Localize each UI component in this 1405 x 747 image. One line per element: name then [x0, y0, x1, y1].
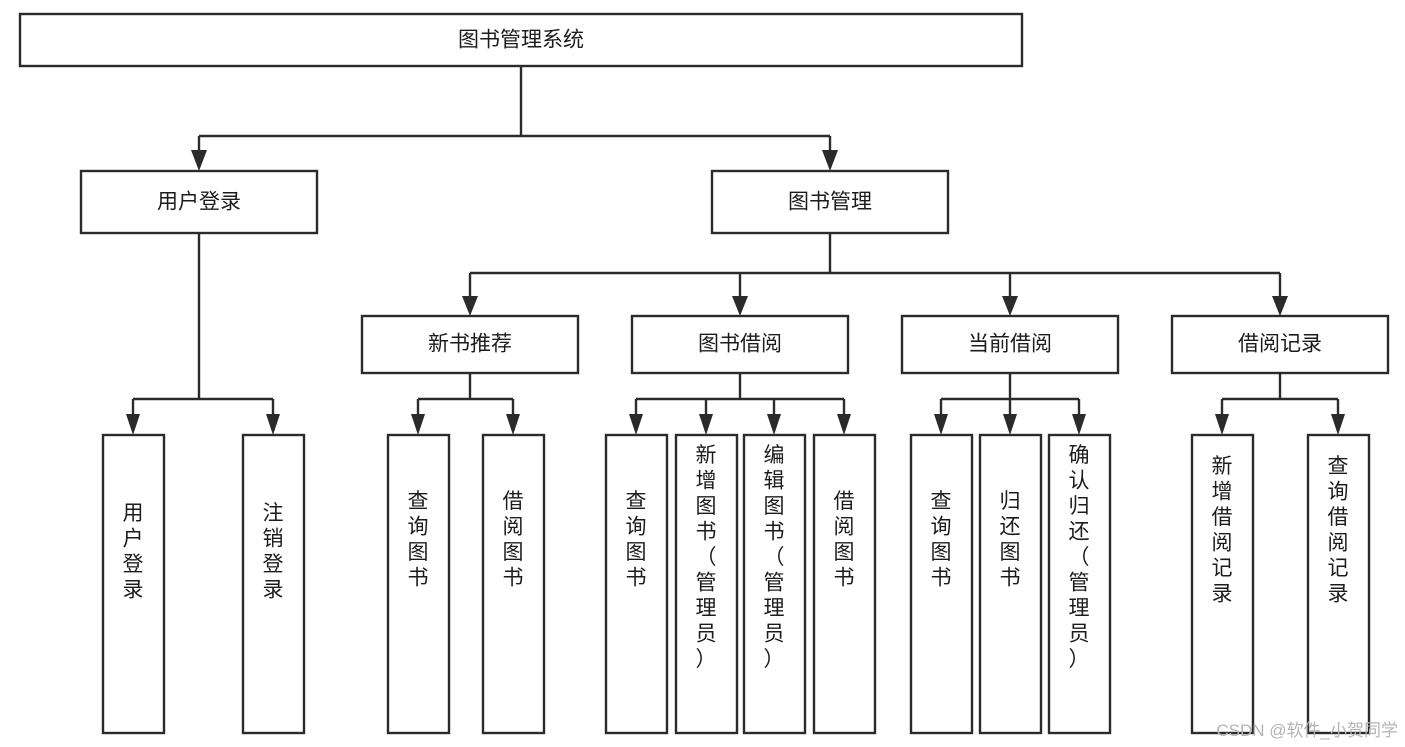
node-borrow-record-label: 借阅记录 [1238, 333, 1322, 356]
node-leaf-add-book[interactable]: 新增图书（管理员） [674, 433, 739, 735]
arrow-head-bookborrow [732, 296, 748, 316]
arrow-head-leaf-query-book-3 [934, 414, 948, 435]
node-leaf-query-borrow-record-box[interactable] [1306, 433, 1371, 735]
node-leaf-add-borrow-record-label: 新增借阅记录 [1212, 455, 1233, 606]
node-leaf-return-book-label: 归还图书 [1000, 490, 1021, 590]
node-leaf-add-book-label: 新增图书（管理员） [696, 444, 717, 671]
node-leaf-query-book-current-box[interactable] [909, 433, 974, 735]
node-leaf-query-book-recommend-label: 查询图书 [408, 490, 429, 590]
arrow-head-leaf-add-book [699, 414, 713, 435]
connector-group [126, 66, 1345, 435]
node-leaf-borrow-book[interactable]: 借阅图书 [812, 433, 877, 735]
node-leaf-edit-book-label: 编辑图书（管理员） [764, 444, 785, 671]
node-book-management-label: 图书管理 [788, 191, 872, 214]
node-leaf-user-login-label: 用户登录 [123, 502, 144, 602]
node-leaf-confirm-return-box[interactable] [1047, 433, 1112, 735]
node-leaf-edit-book[interactable]: 编辑图书（管理员） [742, 433, 807, 735]
csdn-watermark: CSDN @软件_小贺同学 [1216, 721, 1398, 740]
node-leaf-user-login[interactable]: 用户登录 [101, 433, 166, 735]
arrow-head-book-manage [822, 150, 838, 171]
node-leaf-borrow-book-recommend[interactable]: 借阅图书 [481, 433, 546, 735]
node-leaf-query-borrow-record-label: 查询借阅记录 [1328, 455, 1349, 606]
node-leaf-confirm-return-label: 确认归还（管理员） [1069, 444, 1090, 671]
node-leaf-query-book-borrow[interactable]: 查询图书 [604, 433, 669, 735]
node-book-borrow-box[interactable] [630, 314, 850, 375]
arrow-head-newbook [462, 296, 478, 316]
node-leaf-query-borrow-record[interactable]: 查询借阅记录 [1306, 433, 1371, 735]
arrow-head-leaf-add-record [1215, 414, 1229, 435]
node-leaf-return-book-box[interactable] [978, 433, 1043, 735]
node-root-box[interactable] [18, 12, 1024, 68]
arrow-head-user-login [191, 150, 207, 171]
arrow-head-leaf-query-book-2 [629, 414, 643, 435]
arrow-head-leaf-return-book [1003, 414, 1017, 435]
arrow-head-leaf-borrow-book-2 [837, 414, 851, 435]
node-leaf-add-borrow-record-box[interactable] [1190, 433, 1255, 735]
node-leaf-logout[interactable]: 注销登录 [241, 433, 306, 735]
node-leaf-query-book-current[interactable]: 查询图书 [909, 433, 974, 735]
arrow-head-leaf-user-login [126, 414, 140, 435]
node-current-borrow[interactable]: 当前借阅 [900, 314, 1120, 375]
node-leaf-confirm-return[interactable]: 确认归还（管理员） [1047, 433, 1112, 735]
node-leaf-query-book-borrow-box[interactable] [604, 433, 669, 735]
node-new-book-recommend[interactable]: 新书推荐 [360, 314, 580, 375]
node-leaf-user-login-box[interactable] [101, 433, 166, 735]
node-leaf-query-book-borrow-label: 查询图书 [626, 490, 647, 590]
node-new-book-recommend-label: 新书推荐 [428, 333, 512, 356]
arrow-head-leaf-edit-book [767, 414, 781, 435]
arrow-head-leaf-logout [266, 414, 280, 435]
arrow-head-leaf-query-book-1 [411, 414, 425, 435]
node-leaf-query-book-current-label: 查询图书 [931, 490, 952, 590]
node-book-management[interactable]: 图书管理 [710, 169, 950, 235]
arrow-head-leaf-query-record [1331, 414, 1345, 435]
node-book-borrow-label: 图书借阅 [698, 333, 782, 356]
node-new-book-recommend-box[interactable] [360, 314, 580, 375]
node-user-login-label: 用户登录 [157, 191, 241, 214]
arrow-head-borrowrecord [1272, 296, 1288, 316]
node-current-borrow-box[interactable] [900, 314, 1120, 375]
node-book-borrow[interactable]: 图书借阅 [630, 314, 850, 375]
node-leaf-logout-label: 注销登录 [263, 502, 284, 602]
node-leaf-borrow-book-recommend-box[interactable] [481, 433, 546, 735]
node-leaf-logout-box[interactable] [241, 433, 306, 735]
node-leaf-query-book-recommend[interactable]: 查询图书 [386, 433, 451, 735]
node-leaf-borrow-book-label: 借阅图书 [834, 490, 855, 590]
node-book-management-box[interactable] [710, 169, 950, 235]
node-root-label: 图书管理系统 [458, 29, 584, 52]
node-user-login-box[interactable] [79, 169, 319, 235]
node-borrow-record[interactable]: 借阅记录 [1170, 314, 1390, 375]
node-leaf-borrow-book-box[interactable] [812, 433, 877, 735]
arrow-head-leaf-confirm-return [1072, 414, 1086, 435]
node-leaf-add-book-box[interactable] [674, 433, 739, 735]
arrow-head-leaf-borrow-book-1 [506, 414, 520, 435]
node-leaf-add-borrow-record[interactable]: 新增借阅记录 [1190, 433, 1255, 735]
node-leaf-query-book-recommend-box[interactable] [386, 433, 451, 735]
node-current-borrow-label: 当前借阅 [968, 333, 1052, 356]
node-borrow-record-box[interactable] [1170, 314, 1390, 375]
node-leaf-edit-book-box[interactable] [742, 433, 807, 735]
node-leaf-return-book[interactable]: 归还图书 [978, 433, 1043, 735]
node-leaf-borrow-book-recommend-label: 借阅图书 [503, 490, 524, 590]
node-root-book-management-system[interactable]: 图书管理系统 [18, 12, 1024, 68]
arrow-head-currentborrow [1002, 296, 1018, 316]
node-user-login[interactable]: 用户登录 [79, 169, 319, 235]
